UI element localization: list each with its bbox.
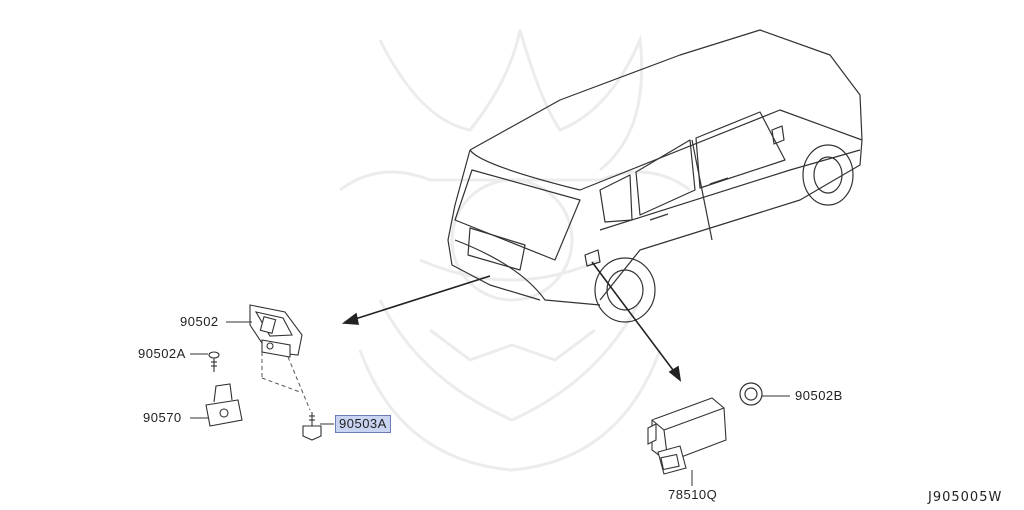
front-wheel-inner: [813, 156, 843, 194]
side-body: [579, 109, 863, 301]
rear-wheel: [594, 257, 656, 323]
screw-90502a: [208, 351, 220, 372]
install-lines: [261, 352, 311, 411]
front-wheel: [802, 144, 854, 206]
part-label-90502b[interactable]: 90502B: [795, 388, 843, 403]
side-window-2: [635, 139, 696, 216]
part-label-90502a[interactable]: 90502A: [138, 346, 186, 361]
bolt-90503a: [302, 412, 322, 441]
rear-lower: [454, 239, 601, 306]
diagram-code: J905005W: [928, 490, 1003, 505]
arrow-head-module: [668, 365, 682, 382]
part-label-90502[interactable]: 90502: [180, 314, 219, 329]
plate-area: [467, 227, 526, 271]
part-label-90503a-highlighted[interactable]: 90503A: [335, 415, 391, 433]
arrow-to-latch: [351, 275, 491, 321]
side-belt: [599, 149, 861, 231]
part-label-90570[interactable]: 90570: [143, 410, 182, 425]
door-handle: [649, 213, 669, 221]
grommet-90502b: [739, 382, 763, 406]
vehicle-illustration: [447, 29, 863, 323]
mirror: [771, 125, 785, 145]
latch-assembly: [249, 304, 303, 358]
striker-90570: [205, 383, 243, 427]
roof-line: [469, 29, 863, 151]
module-78510q: [647, 397, 727, 475]
part-label-78510q[interactable]: 78510Q: [668, 487, 718, 502]
door-line: [691, 139, 713, 241]
rear-hatch: [447, 149, 541, 301]
callout-lines: [190, 321, 790, 486]
rear-wheel-inner: [606, 269, 644, 311]
fuel-lid: [584, 249, 601, 267]
arrow-to-module: [591, 261, 677, 375]
door-handle-2: [709, 177, 729, 185]
leader-arrows: [341, 261, 682, 382]
rear-roof: [469, 149, 581, 191]
side-window-3: [695, 111, 786, 189]
rear-window: [454, 169, 581, 261]
arrow-head-latch: [341, 312, 359, 325]
side-window-1: [599, 174, 633, 223]
watermark-emblem: [339, 29, 691, 472]
